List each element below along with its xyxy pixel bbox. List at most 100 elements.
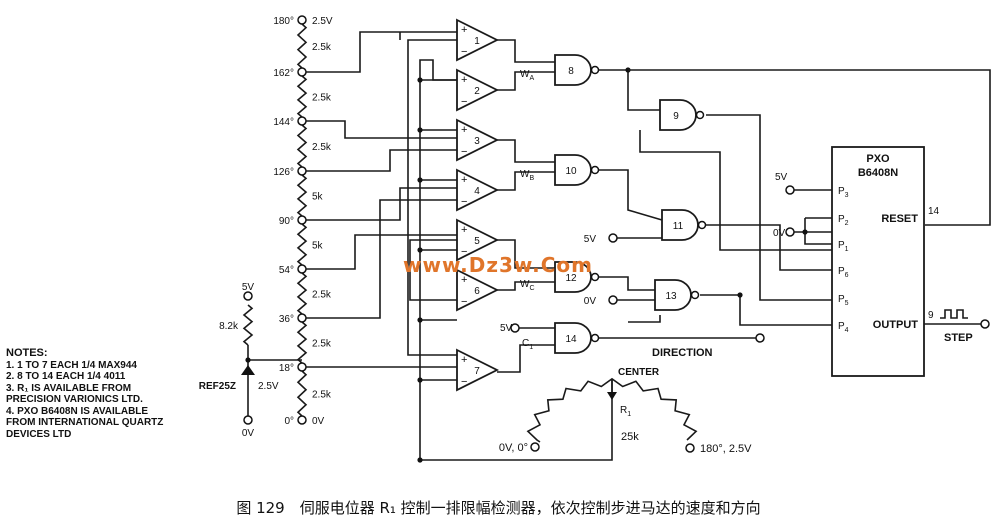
ladder-voltage: 0V	[312, 416, 325, 427]
inverter-bubble	[590, 65, 600, 75]
supply-0v: 0V	[773, 228, 786, 239]
comparator-1	[456, 18, 500, 62]
wire	[302, 199, 457, 319]
plus-sign: +	[461, 124, 467, 136]
wire	[706, 114, 832, 301]
junction-dot	[417, 177, 423, 183]
terminal	[297, 166, 307, 176]
wire	[804, 217, 832, 245]
terminal	[297, 215, 307, 225]
gate-13	[654, 279, 692, 311]
minus-sign: −	[461, 46, 467, 58]
ic-pin-number: 14	[928, 206, 940, 217]
inverter-bubble	[690, 290, 700, 300]
gate-label: 11	[673, 221, 684, 232]
watermark: www.Dz3w.Com	[403, 253, 593, 277]
ic-pin-label: P6	[838, 266, 849, 279]
wire	[302, 31, 457, 73]
ladder-angle: 180°	[273, 16, 294, 27]
wire	[409, 239, 457, 301]
step-label: STEP	[944, 332, 973, 344]
inverter-bubble	[697, 220, 707, 230]
terminal	[785, 227, 795, 237]
wire	[407, 39, 457, 356]
plus-sign: +	[461, 354, 467, 366]
ic-title: PXO	[866, 153, 890, 165]
gate-14	[554, 322, 592, 354]
pulse-icon	[940, 309, 968, 319]
resistor	[242, 304, 254, 346]
terminal	[980, 319, 990, 329]
ladder-resistor-value: 2.5k	[312, 42, 332, 53]
wire	[497, 171, 557, 191]
terminal	[297, 15, 307, 25]
wire	[497, 139, 557, 163]
gate-label: 13	[665, 291, 677, 302]
comparator-5	[456, 218, 500, 262]
ic-pin-label: P3	[838, 186, 849, 199]
ref-diode: REF25Z	[199, 381, 236, 392]
junction-dot	[417, 247, 423, 253]
pot-center-label: CENTER	[618, 367, 660, 378]
plus-sign: +	[461, 24, 467, 36]
ladder-angle: 162°	[273, 68, 294, 79]
resistor	[296, 223, 308, 266]
gate-label: 12	[565, 273, 577, 284]
wire	[497, 344, 557, 373]
supply-5v: 5V	[775, 172, 788, 183]
gate-label: 14	[565, 334, 577, 345]
note-line: 4. PXO B6408N IS AVAILABLE	[6, 405, 149, 417]
wire	[599, 169, 663, 221]
ic-pin-label: P1	[838, 240, 849, 253]
comparator-label: 1	[474, 36, 480, 47]
comparator-label: 6	[474, 286, 480, 297]
ic-output-label: OUTPUT	[873, 319, 919, 331]
resistor	[296, 174, 308, 217]
ladder-angle: 36°	[279, 314, 294, 325]
ladder-resistor-value: 2.5k	[312, 142, 332, 153]
ic-pxo-b6408n	[831, 146, 925, 377]
comparator-2	[456, 68, 500, 112]
notes-block: NOTES: 1. 1 TO 7 EACH 1/4 MAX944 2. 8 TO…	[6, 347, 163, 440]
signal-wa: WA	[520, 69, 534, 82]
comparator-7	[456, 348, 500, 392]
supply-0v: 0V	[584, 296, 597, 307]
wire	[706, 224, 832, 271]
wire	[700, 294, 832, 326]
signal-wc: WC	[520, 279, 535, 292]
pot-value: 25k	[621, 431, 639, 443]
minus-sign: −	[461, 246, 467, 258]
terminal	[243, 415, 253, 425]
terminal	[297, 67, 307, 77]
terminal	[510, 323, 520, 333]
junction-dot	[737, 292, 743, 298]
comparator-3	[456, 118, 500, 162]
terminal	[297, 415, 307, 425]
ladder-resistor-value: 2.5k	[312, 290, 332, 301]
terminal	[297, 362, 307, 372]
ref-resistor: 8.2k	[219, 321, 239, 332]
wire	[497, 281, 557, 291]
wire	[302, 120, 457, 139]
ladder-resistor-value: 5k	[312, 192, 324, 203]
minus-sign: −	[461, 146, 467, 158]
minus-sign: −	[461, 196, 467, 208]
minus-sign: −	[461, 376, 467, 388]
terminal	[608, 295, 618, 305]
junction-dot	[802, 229, 808, 235]
comparator-label: 2	[474, 86, 480, 97]
resistor	[296, 124, 308, 168]
comparator-6	[456, 268, 500, 312]
resistor	[296, 272, 308, 315]
wire	[497, 239, 557, 269]
pot-left-label: 0V, 0°	[499, 442, 528, 454]
terminal	[297, 313, 307, 323]
wire	[639, 130, 832, 251]
gate-label: 10	[565, 166, 577, 177]
ladder-angle: 54°	[279, 265, 294, 276]
junction-dot	[417, 317, 423, 323]
wire	[302, 149, 457, 172]
plus-sign: +	[461, 224, 467, 236]
gate-label: 8	[568, 66, 574, 77]
